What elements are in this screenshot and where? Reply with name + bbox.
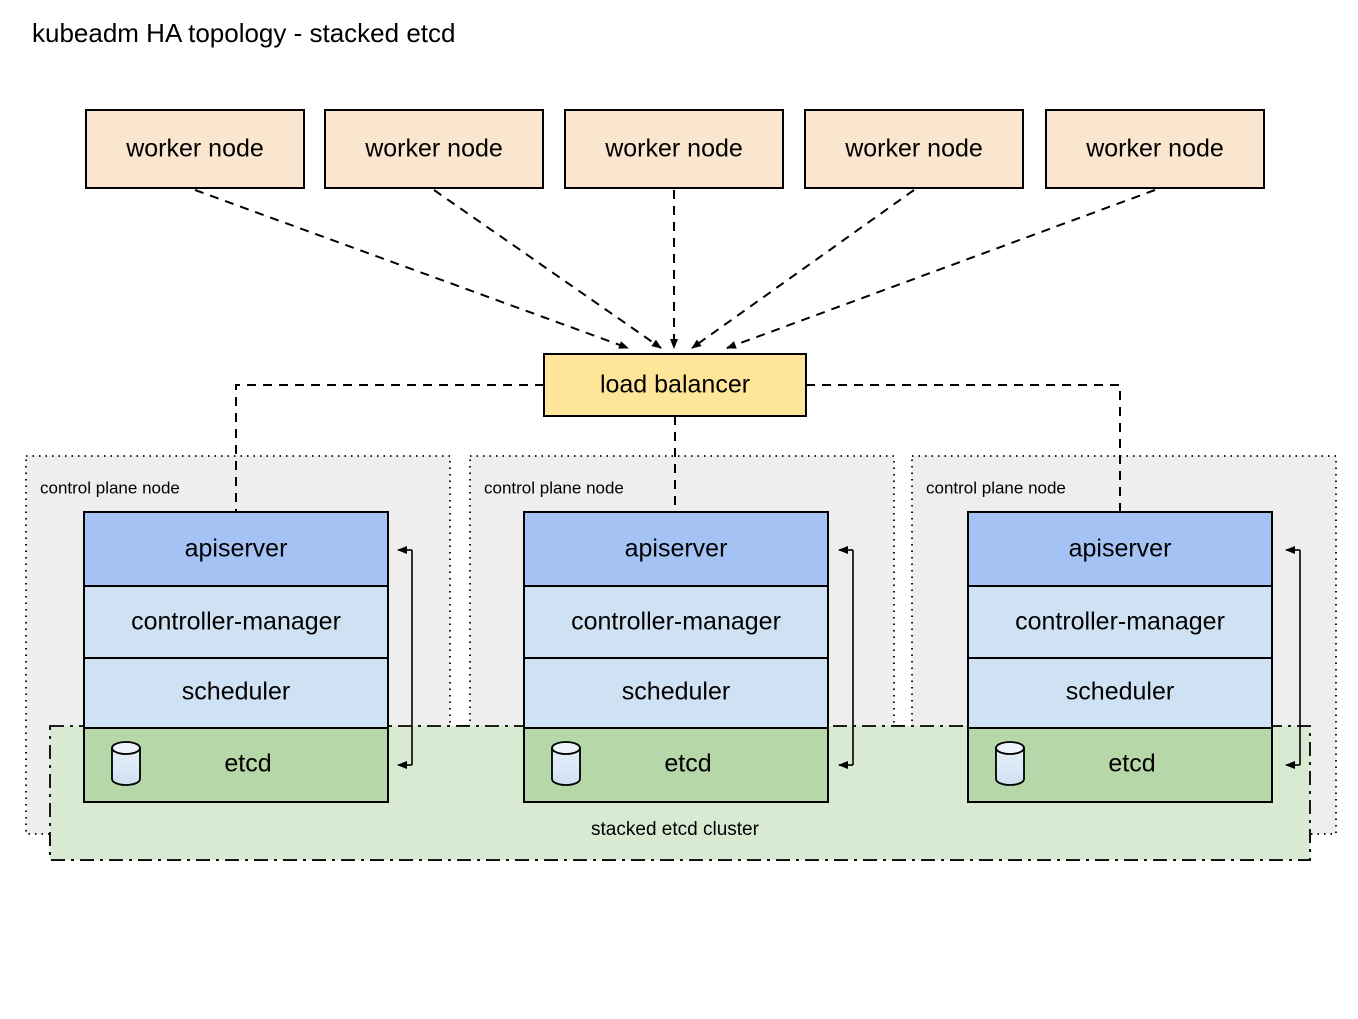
etcd-label-1: etcd [224,750,271,778]
worker-node-box-2 [324,109,544,189]
apiserver-3[interactable]: apiserver [967,511,1273,587]
connector-worker5-lb [726,189,1156,349]
control-plane-label-2: control plane node [484,478,624,497]
load-balancer-box [543,353,807,417]
controller-manager-3[interactable]: controller-manager [967,585,1273,659]
connector-lb-apiserver3 [806,384,1121,512]
scheduler-1[interactable]: scheduler [83,657,389,729]
worker-node-2[interactable]: worker node [324,109,544,189]
etcd-cylinder-icon-2 [551,741,581,786]
scheduler-box-1 [83,657,389,729]
apiserver-box-1 [83,511,389,587]
worker-node-box-1 [85,109,305,189]
page-title: kubeadm HA topology - stacked etcd [32,18,455,48]
worker-node-box-3 [564,109,784,189]
controller-manager-label-1: controller-manager [131,608,341,636]
loadbalancer-to-apiserver-connectors [235,384,1121,512]
controller-manager-label-2: controller-manager [571,608,781,636]
worker-node-3[interactable]: worker node [564,109,784,189]
apiserver-label-1: apiserver [185,535,288,563]
controller-manager-box-3 [967,585,1273,659]
scheduler-label-3: scheduler [1066,678,1174,706]
worker-node-1[interactable]: worker node [85,109,305,189]
controller-manager-box-1 [83,585,389,659]
etcd-2[interactable]: etcd [523,727,829,803]
apiserver-1[interactable]: apiserver [83,511,389,587]
apiserver-box-2 [523,511,829,587]
connector-worker1-lb [194,189,629,349]
worker-node-box-4 [804,109,1024,189]
worker-node-label-4: worker node [844,135,983,163]
worker-node-label-1: worker node [125,135,264,163]
worker-node-label-2: worker node [364,135,503,163]
controller-manager-2[interactable]: controller-manager [523,585,829,659]
worker-node-5[interactable]: worker node [1045,109,1265,189]
scheduler-box-2 [523,657,829,729]
stacked-cluster-label-top: stacked etcd cluster [591,819,760,840]
component-stack-1: apiserver controller-manager scheduler e… [83,511,413,803]
load-balancer[interactable]: load balancer [543,353,807,417]
scheduler-label-1: scheduler [182,678,290,706]
controller-manager-1[interactable]: controller-manager [83,585,389,659]
worker-to-loadbalancer-connectors [194,189,1156,349]
etcd-3[interactable]: etcd [967,727,1273,803]
scheduler-label-2: scheduler [622,678,730,706]
controller-manager-label-3: controller-manager [1015,608,1225,636]
connector-worker4-lb [691,189,915,349]
etcd-label-2: etcd [664,750,711,778]
apiserver-2[interactable]: apiserver [523,511,829,587]
etcd-1[interactable]: etcd [83,727,389,803]
etcd-cylinder-icon-1 [111,741,141,786]
controller-manager-box-2 [523,585,829,659]
connector-lb-apiserver1 [235,384,544,512]
load-balancer-label: load balancer [600,371,750,399]
component-stack-3: apiserver controller-manager scheduler e… [967,511,1301,803]
etcd-cylinder-icon-3 [995,741,1025,786]
scheduler-3[interactable]: scheduler [967,657,1273,729]
control-plane-label-1: control plane node [40,478,180,497]
worker-node-box-5 [1045,109,1265,189]
apiserver-label-2: apiserver [625,535,728,563]
etcd-label-3: etcd [1108,750,1155,778]
component-stack-2: apiserver controller-manager scheduler e… [523,511,854,803]
scheduler-box-3 [967,657,1273,729]
scheduler-2[interactable]: scheduler [523,657,829,729]
connector-worker2-lb [433,189,662,349]
control-plane-label-3: control plane node [926,478,1066,497]
worker-node-label-3: worker node [604,135,743,163]
worker-node-label-5: worker node [1085,135,1224,163]
apiserver-label-3: apiserver [1069,535,1172,563]
worker-node-4[interactable]: worker node [804,109,1024,189]
